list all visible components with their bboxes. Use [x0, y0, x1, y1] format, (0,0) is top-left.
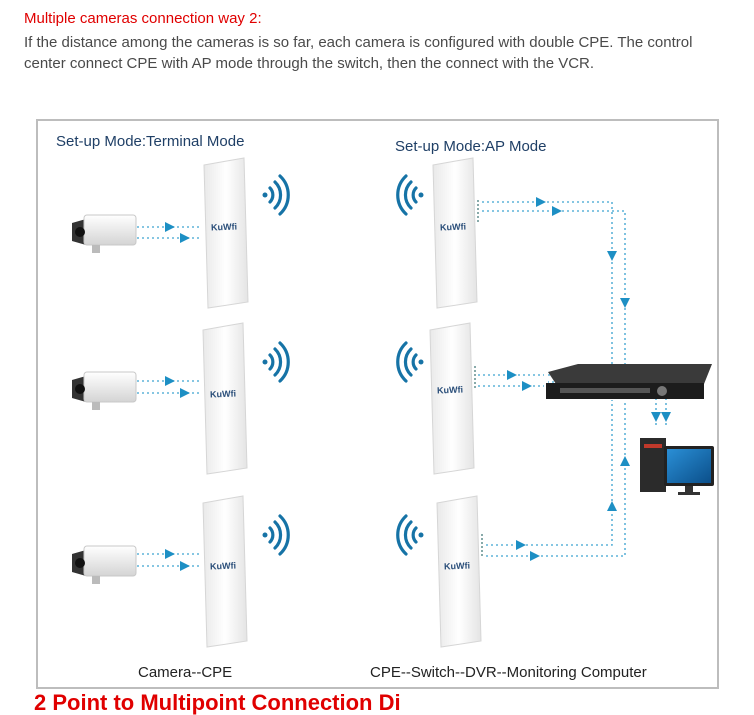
wifi-signal-icon — [262, 514, 290, 556]
section-description: If the distance among the cameras is so … — [24, 34, 693, 72]
cpe-ap-2 — [429, 322, 476, 475]
cpe-brand-label: KuWfi — [209, 560, 237, 572]
section-title: Multiple cameras connection way 2: — [24, 10, 262, 27]
right-caption: CPE--Switch--DVR--Monitoring Computer — [370, 664, 647, 681]
ap-switch-arrows — [507, 197, 671, 561]
cpe-ap-1 — [432, 157, 479, 309]
camera-cpe-links — [137, 226, 200, 567]
diagram-frame — [36, 119, 719, 689]
cpe-ap-3 — [436, 495, 483, 648]
cpe-terminal-2 — [202, 322, 248, 475]
cpe-terminal-3 — [202, 495, 248, 648]
cpe-terminal-1 — [203, 157, 249, 309]
wifi-signal-icon — [396, 514, 424, 556]
camera-1 — [72, 214, 137, 253]
next-section-heading: 2 Point to Multipoint Connection Di — [34, 690, 401, 715]
terminal-mode-label: Set-up Mode:Terminal Mode — [56, 133, 245, 150]
cpe-brand-label: KuWfi — [209, 388, 237, 400]
camera-2 — [72, 371, 137, 410]
cpe-brand-label: KuWfi — [439, 221, 467, 233]
ap-mode-label: Set-up Mode:AP Mode — [395, 138, 547, 155]
left-caption: Camera--CPE — [138, 664, 233, 681]
cpe-brand-label: KuWfi — [436, 384, 464, 396]
wifi-signal-icon — [396, 174, 424, 216]
cpe-brand-label: KuWfi — [210, 221, 238, 233]
dvr-switch — [546, 364, 712, 399]
camera-cpe-arrows — [165, 222, 190, 571]
monitoring-computer — [640, 438, 714, 495]
wifi-signal-icon — [262, 341, 290, 383]
cpe-brand-label: KuWfi — [443, 560, 471, 572]
wifi-signal-icon — [262, 174, 290, 216]
camera-3 — [72, 545, 137, 584]
wifi-signal-icon — [396, 341, 424, 383]
